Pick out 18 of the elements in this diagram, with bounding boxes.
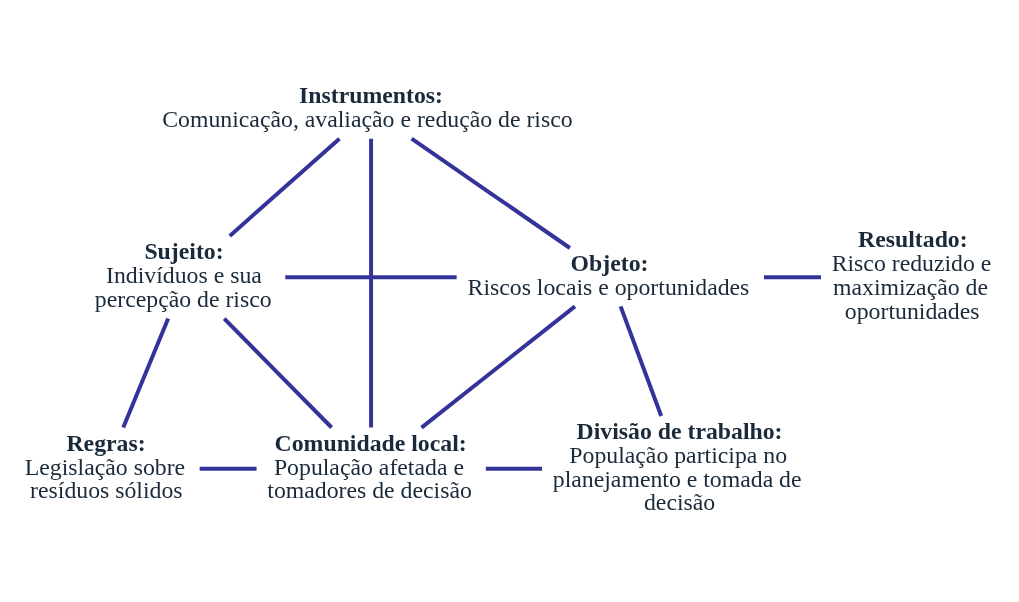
node-text: Comunidade local: População afetada e tomadores de decisão [267,429,472,504]
node-text: Instrumentos: Comunicação, avaliação e redução de risco [162,82,573,133]
connector [369,138,374,428]
node-text: Objeto: Riscos locais e oportunidades [467,250,750,300]
connector [228,137,341,238]
node-text: Regras: Legislação sobre resíduos sólidos [24,429,186,504]
connector [199,466,257,471]
connector [618,305,664,417]
connector [222,317,333,429]
connector [763,275,821,280]
connector [420,304,577,430]
node-text: Resultado: Risco reduzido e maximização de oportunidades [831,226,992,324]
connector [121,317,170,429]
node-text: Sujeito: Indivíduos e sua percepção de risco [94,238,272,312]
connector [485,466,543,471]
connector [285,275,457,280]
node-text: Divisão de trabalho: População participa no planejamento e tomada de decisão [552,417,802,516]
connector [410,137,572,250]
